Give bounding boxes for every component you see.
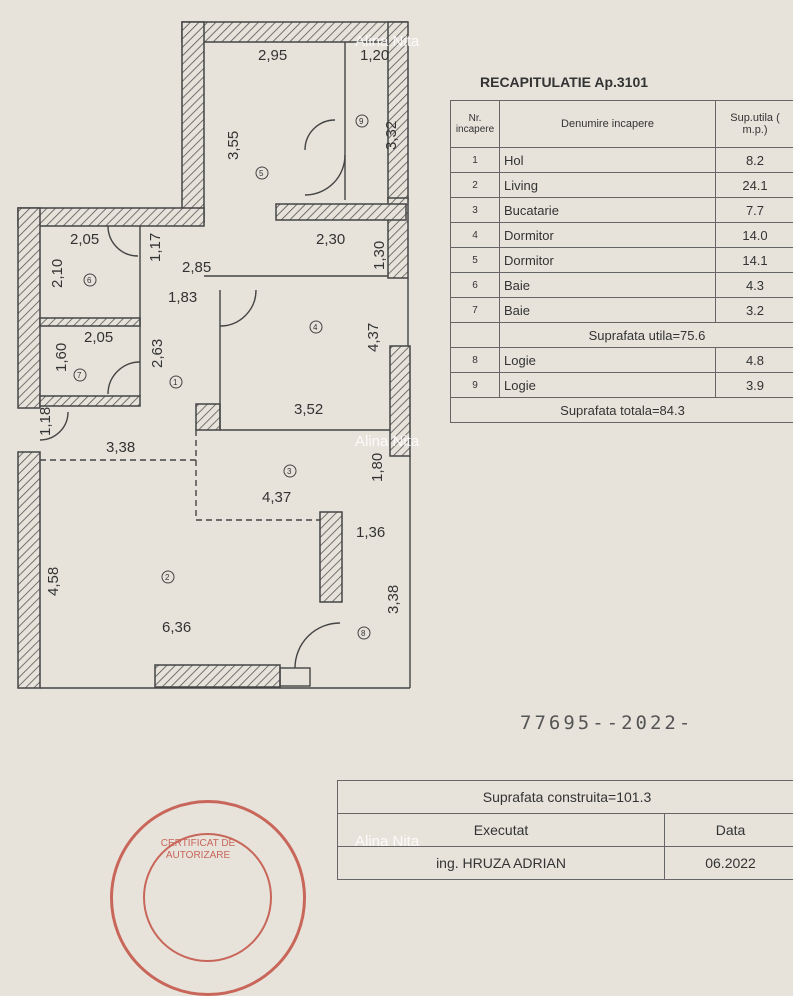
date-label: Data — [665, 814, 793, 847]
useful-total: Suprafata utila=75.6 — [500, 323, 793, 348]
grand-total: Suprafata totala=84.3 — [451, 398, 793, 423]
svg-text:1,83: 1,83 — [168, 289, 197, 306]
svg-text:1,36: 1,36 — [356, 524, 385, 541]
registration-number: 77695--2022- — [520, 712, 693, 734]
room-mark-6: 6 — [87, 276, 92, 285]
header-name: Denumire incapere — [500, 101, 716, 148]
room-mark-3: 3 — [287, 467, 292, 476]
svg-text:3,52: 3,52 — [294, 401, 323, 418]
svg-text:2,10: 2,10 — [49, 259, 66, 288]
svg-text:3,38: 3,38 — [106, 439, 135, 456]
svg-text:3,32: 3,32 — [383, 121, 400, 150]
executed-label: Executat — [338, 814, 665, 847]
svg-text:2,63: 2,63 — [149, 339, 166, 368]
useful-total-row: Suprafata utila=75.6 — [451, 323, 793, 348]
svg-text:4,37: 4,37 — [365, 323, 382, 352]
svg-text:4,37: 4,37 — [262, 489, 291, 506]
room-mark-1: 1 — [173, 378, 178, 387]
watermark: Alina Nita — [355, 33, 419, 50]
room-mark-4: 4 — [313, 323, 318, 332]
walls — [18, 22, 410, 688]
svg-text:1,18: 1,18 — [37, 407, 54, 436]
header-area: Sup.utila ( m.p.) — [716, 101, 793, 148]
room-mark-7: 7 — [77, 371, 82, 380]
svg-text:3,55: 3,55 — [225, 131, 242, 160]
date: 06.2022 — [665, 847, 793, 880]
watermark: Alina Nita — [355, 433, 419, 450]
svg-text:2,05: 2,05 — [84, 329, 113, 346]
svg-text:2,85: 2,85 — [182, 259, 211, 276]
svg-text:1,30: 1,30 — [371, 241, 388, 270]
built-area: Suprafata construita=101.3 — [338, 781, 793, 814]
header-nr: Nr. incapere — [451, 101, 500, 148]
svg-text:2,30: 2,30 — [316, 231, 345, 248]
svg-text:2,05: 2,05 — [70, 231, 99, 248]
executor: ing. HRUZA ADRIAN — [338, 847, 665, 880]
seal-text: CERTIFICAT DE AUTORIZARE — [158, 838, 238, 862]
recap-table: Nr. incapere Denumire incapere Sup.utila… — [450, 100, 793, 423]
room-mark-9: 9 — [359, 117, 364, 126]
recap-header-row: Nr. incapere Denumire incapere Sup.utila… — [451, 101, 793, 148]
room-mark-8: 8 — [361, 629, 366, 638]
svg-text:3,38: 3,38 — [385, 585, 402, 614]
certification-seal: CERTIFICAT DE AUTORIZARE — [110, 800, 306, 996]
recap-title: RECAPITULATIE Ap.3101 — [480, 74, 648, 90]
svg-text:4,58: 4,58 — [45, 567, 62, 596]
svg-text:2,95: 2,95 — [258, 47, 287, 64]
grand-total-row: Suprafata totala=84.3 — [451, 398, 793, 423]
room-mark-5: 5 — [259, 169, 264, 178]
svg-text:1,60: 1,60 — [53, 343, 70, 372]
svg-text:1,17: 1,17 — [147, 233, 164, 262]
svg-text:1,80: 1,80 — [369, 453, 386, 482]
svg-text:6,36: 6,36 — [162, 619, 191, 636]
room-mark-2: 2 — [165, 573, 170, 582]
